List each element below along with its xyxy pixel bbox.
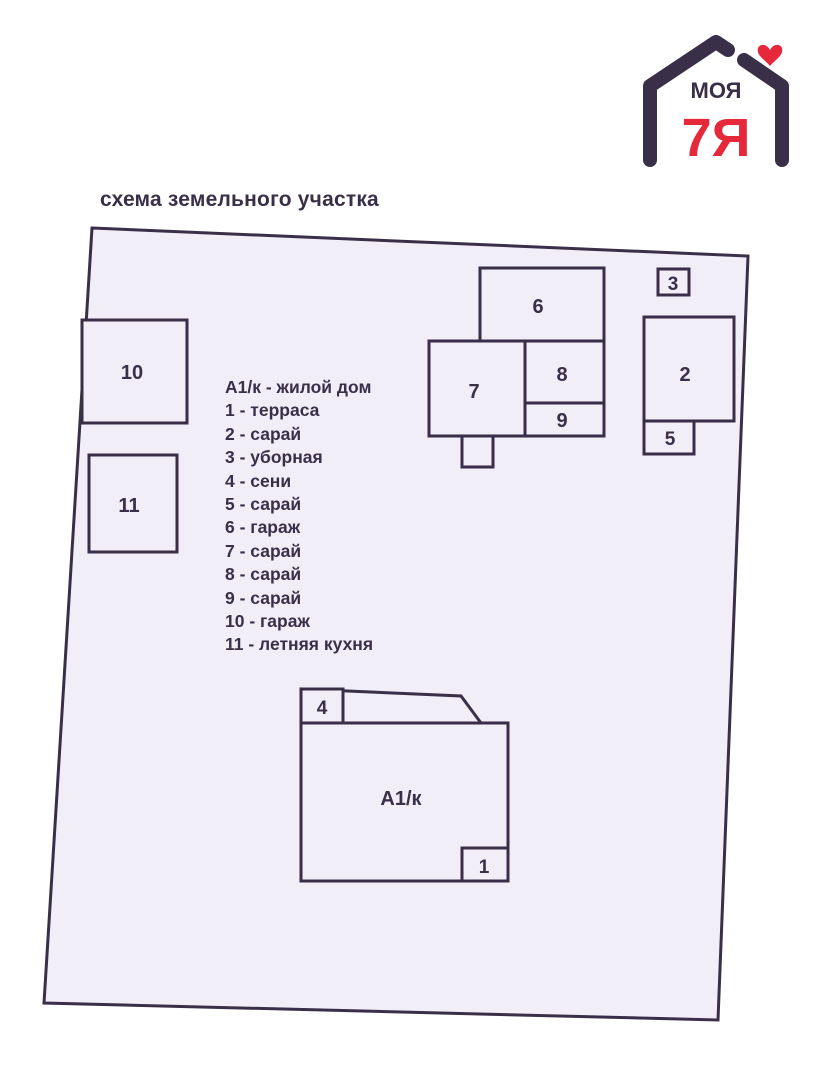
legend-item: 5 - сарай (225, 494, 302, 515)
legend-item: A1/к - жилой дом (225, 377, 372, 397)
label-3: 3 (668, 274, 679, 295)
building-5 (642, 419, 696, 456)
legend-item: 8 - сарай (225, 564, 302, 585)
label-10: 10 (121, 362, 143, 384)
legend-item: 3 - уборная (225, 447, 323, 468)
label-1: 1 (479, 857, 490, 878)
page-title: схема земельного участка (100, 188, 379, 211)
building-10 (80, 318, 189, 425)
legend-item: 9 - сарай (225, 587, 302, 608)
label-2: 2 (679, 364, 690, 386)
building-1 (460, 846, 510, 883)
label-7: 7 (468, 381, 479, 403)
building-3 (656, 267, 691, 297)
logo-bottom-text: 7Я (682, 108, 751, 168)
building-2 (642, 315, 736, 423)
legend-item: 11 - летняя кухня (225, 634, 374, 655)
legend-item: 2 - сарай (225, 423, 302, 444)
building-11 (87, 453, 179, 554)
label-11: 11 (118, 495, 139, 517)
legend-item: 6 - гараж (225, 517, 301, 538)
building-7-porch (460, 434, 495, 469)
label-8: 8 (556, 364, 567, 386)
label-5: 5 (665, 429, 676, 450)
logo-top-text: МОЯ (691, 78, 742, 103)
legend-item: 4 - сени (225, 470, 292, 491)
legend-item: 7 - сарай (225, 540, 302, 561)
label-house: A1/к (380, 788, 422, 810)
label-9: 9 (556, 410, 567, 432)
legend-item: 10 - гараж (225, 611, 310, 632)
building-9 (523, 401, 606, 438)
legend-item: 1 - терраса (225, 400, 320, 421)
legend: A1/к - жилой дом 1 - терраса 2 - сарай 3… (225, 376, 373, 657)
label-6: 6 (532, 296, 543, 318)
brand-logo: МОЯ 7Я (632, 28, 800, 170)
label-4: 4 (317, 698, 328, 719)
